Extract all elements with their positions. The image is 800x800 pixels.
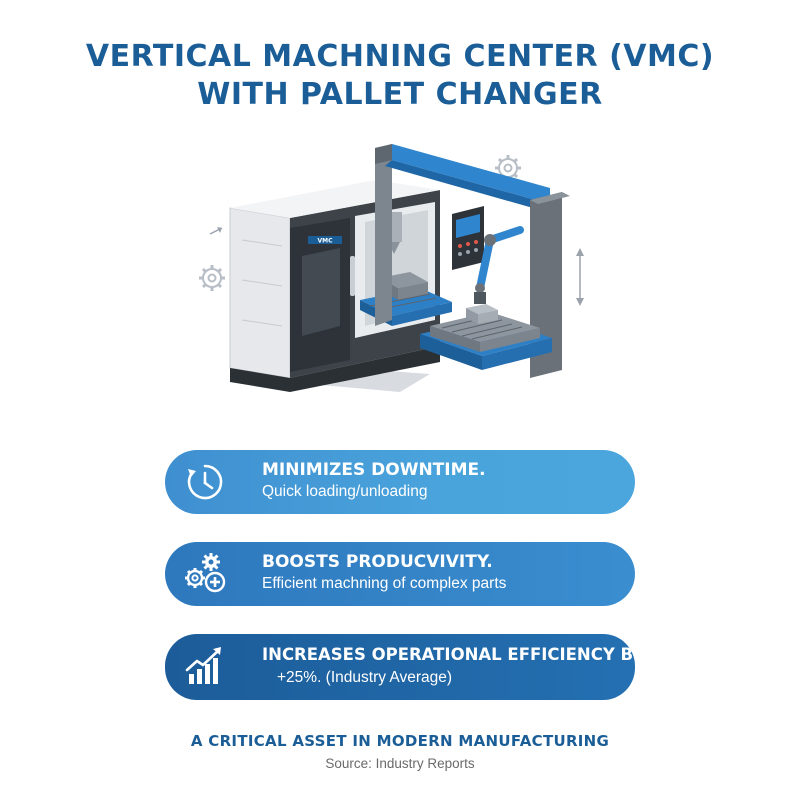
robot-arm <box>474 226 524 304</box>
benefit-heading: MINIMIZES DOWNTIME. <box>262 460 486 480</box>
source-note: Source: Industry Reports <box>325 756 475 771</box>
vertical-arrow-icon <box>576 248 584 306</box>
growth-chart-icon <box>185 647 221 684</box>
footer-tagline: A CRITICAL ASSET IN MODERN MANUFACTURING <box>190 732 610 750</box>
vmc-illustration: VMC <box>199 144 584 392</box>
machine-brand-label: VMC <box>317 238 333 245</box>
benefit-card-efficiency: INCREASES OPERATIONAL EFFICIENCY BY +25%… <box>165 634 644 700</box>
clock-icon <box>187 464 223 500</box>
benefit-heading: INCREASES OPERATIONAL EFFICIENCY BY <box>262 645 645 664</box>
benefit-heading: BOOSTS PRODUCVIVITY. <box>262 552 493 572</box>
benefit-text: Quick loading/unloading <box>262 483 428 500</box>
title-line-1: VERTICAL MACHNING CENTER (VMC) <box>85 39 715 74</box>
title-line-2: WITH PALLET CHANGER <box>197 77 603 112</box>
arrow-icon <box>209 227 223 235</box>
gear-icon <box>199 265 225 291</box>
benefit-card-productivity: BOOSTS PRODUCVIVITY. Efficient machning … <box>165 542 635 606</box>
benefit-text: +25%. (Industry Average) <box>277 669 453 686</box>
gears-plus-icon <box>185 553 226 593</box>
benefit-text: Efficient machning of complex parts <box>262 575 507 592</box>
page-title: VERTICAL MACHNING CENTER (VMC) WITH PALL… <box>0 38 800 114</box>
benefit-card-downtime: MINIMIZES DOWNTIME. Quick loading/unload… <box>165 450 635 514</box>
